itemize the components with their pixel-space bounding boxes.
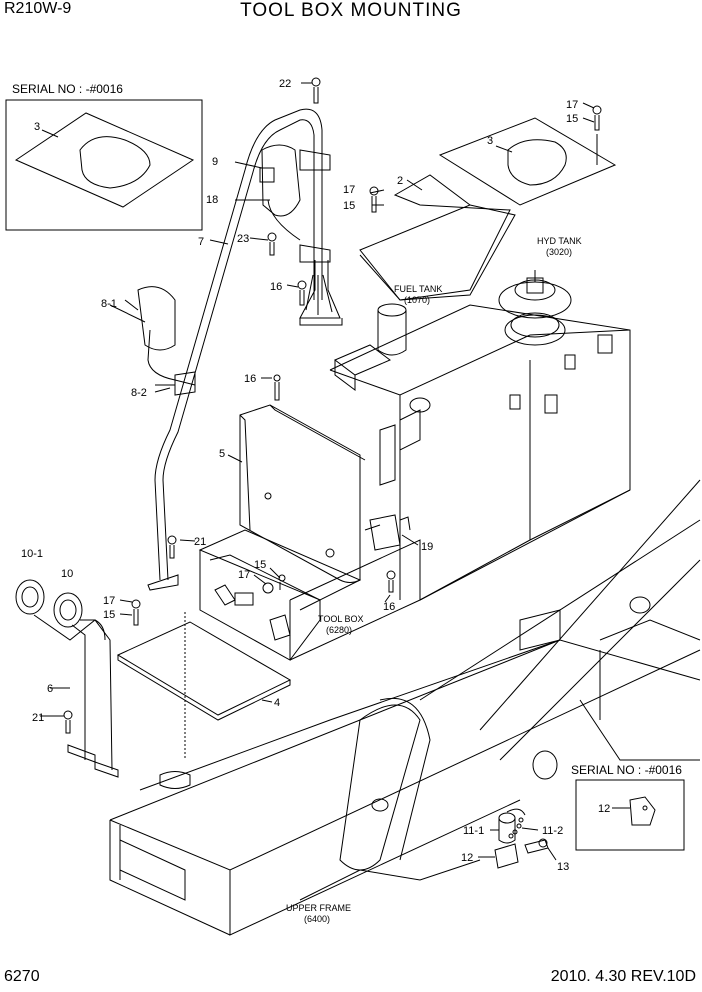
callout: 10-1 [21,548,43,560]
leader-lines [40,82,595,717]
callout: 8-1 [101,298,117,310]
callout: 17 [566,99,578,111]
callout: 15 [343,200,355,212]
fuel-tank [334,303,431,413]
callout: 19 [421,541,433,553]
step-plate-part2 [359,174,516,301]
callouts: 22 17 15 3 2 17 15 9 18 7 23 16 8-1 8-2 … [21,78,578,873]
callout: 15 [566,113,578,125]
reference-labels: HYD TANK (3020) FUEL TANK (1070) TOOL BO… [286,236,582,924]
callout: 23 [237,233,249,245]
svg-text:3: 3 [34,121,40,133]
callout: 22 [279,78,291,90]
mirror-stay-part7 [109,108,323,591]
tool-box [198,529,421,661]
mirror-part9 [234,144,331,263]
callout: 11-2 [542,825,563,837]
inset-frame [575,779,685,851]
callout: 18 [206,194,218,206]
step-plate-part3-inset [14,112,195,208]
hyd-tank [498,270,572,346]
callout: 7 [198,236,204,248]
upper-frame [109,479,701,936]
callout: 10 [61,568,73,580]
tool-box-cover-part5 [227,374,366,583]
callout: 2 [397,175,403,187]
revision-label: 2010. 4.30 REV.10D [550,968,696,985]
svg-text:(1070): (1070) [404,295,430,305]
callout: 21 [32,712,44,724]
page-number: 6270 [4,968,40,985]
callout: 16 [270,281,282,293]
callout: 4 [274,697,280,709]
step-plate-part4 [116,612,292,789]
callout: 15 [103,609,115,621]
inset-frame [5,99,203,231]
upper-frame-label: UPPER FRAME [286,903,351,913]
svg-text:(3020): (3020) [546,247,572,257]
callout: 3 [487,135,493,147]
inset-serial-label: SERIAL NO : -#0016 [12,82,123,96]
callout: 11-1 [463,825,484,837]
inset-serial-bottom-right: SERIAL NO : -#0016 12 [571,763,685,851]
callout: 16 [383,601,395,613]
svg-text:(6400): (6400) [304,914,330,924]
inset-serial-top-left: SERIAL NO : -#0016 3 [5,82,203,231]
callout: 6 [47,683,53,695]
svg-text:12: 12 [598,803,610,815]
step-plate-part3 [438,105,617,206]
callout: 5 [219,448,225,460]
fuel-tank-label: FUEL TANK [394,284,442,294]
model-number: R210W-9 [4,0,72,17]
callout: 17 [343,184,355,196]
hyd-tank-label: HYD TANK [537,236,582,246]
callout: 17 [238,569,250,581]
callout: 12 [461,852,473,864]
svg-text:(6280): (6280) [326,625,352,635]
svg-text:SERIAL NO : -#0016: SERIAL NO : -#0016 [571,763,682,777]
frame-pocket [119,839,186,901]
callout: 17 [103,595,115,607]
callout: 21 [194,536,206,548]
callout: 8-2 [131,387,147,399]
mirror-mount-bracket [267,77,343,326]
tank-block [329,304,631,601]
callout: 16 [244,373,256,385]
callout: 13 [557,861,569,873]
bracket-part19 [364,514,419,593]
work-lamp-part10 [15,535,177,778]
callout: 15 [254,559,266,571]
mirror-part8-1 [137,286,176,351]
tool-box-label: TOOL BOX [318,614,364,624]
callout: 9 [212,156,218,168]
lock-pin-part11 [478,808,557,869]
page-title: TOOL BOX MOUNTING [240,0,462,21]
